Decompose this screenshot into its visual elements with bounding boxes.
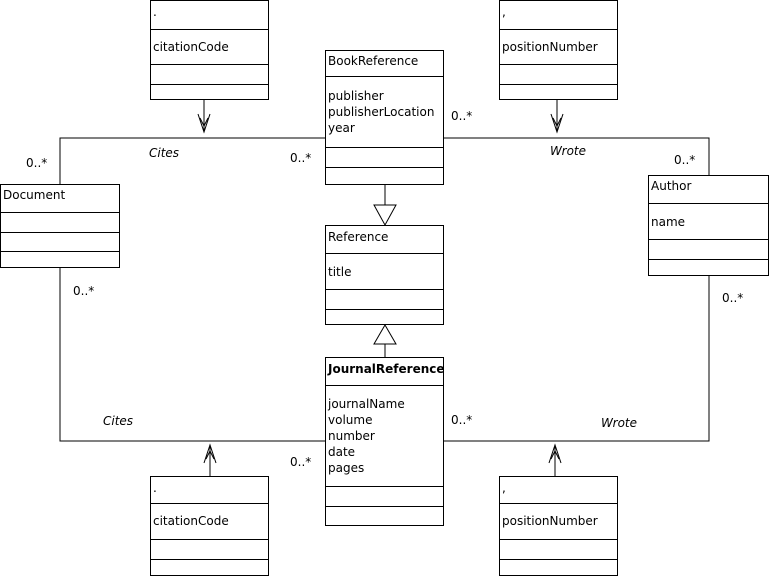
- separator: [649, 259, 768, 260]
- separator: [500, 84, 617, 85]
- separator: [500, 559, 617, 560]
- attribute: title: [328, 265, 352, 279]
- separator: [500, 29, 617, 30]
- separator: [1, 232, 119, 233]
- cites-top-assoc-arrowhead-inner: [199, 117, 209, 128]
- attribute: publisher: [328, 89, 384, 103]
- class-name: .: [153, 5, 157, 19]
- cites-bottom-document-multiplicity: 0..*: [73, 284, 95, 298]
- wrote-top-association-class[interactable]: , positionNumber: [499, 0, 618, 100]
- class-name: Author: [651, 179, 692, 193]
- attribute: citationCode: [153, 514, 229, 528]
- class-name: ,: [502, 5, 506, 19]
- separator: [500, 539, 617, 540]
- cites-bottom-assoc-arrowhead-inner: [205, 449, 215, 460]
- wrote-top-line: [443, 137, 710, 175]
- attribute: number: [328, 429, 375, 443]
- attribute: positionNumber: [502, 40, 598, 54]
- wrote-bottom-association-class[interactable]: , positionNumber: [499, 476, 618, 576]
- author-class[interactable]: Author name: [648, 175, 769, 276]
- attribute: year: [328, 121, 355, 135]
- document-class[interactable]: Document: [0, 184, 120, 268]
- separator: [500, 64, 617, 65]
- book-generalization-arrow: [373, 204, 397, 227]
- wrote-top-assoc-arrowhead: [550, 113, 564, 134]
- separator: [326, 506, 443, 507]
- attribute: citationCode: [153, 40, 229, 54]
- wrote-top-reference-multiplicity: 0..*: [451, 109, 473, 123]
- separator: [326, 76, 443, 77]
- wrote-bottom-assoc-arrowhead-inner: [550, 449, 560, 460]
- cites-bottom-assoc-arrowhead: [203, 443, 217, 464]
- attribute: name: [651, 215, 686, 229]
- cites-top-role: Cites: [149, 146, 180, 160]
- attribute: journalName: [328, 397, 405, 411]
- separator: [326, 385, 443, 386]
- attribute: positionNumber: [502, 514, 598, 528]
- separator: [151, 84, 268, 85]
- wrote-bottom-reference-multiplicity: 0..*: [451, 413, 473, 427]
- wrote-top-assoc-arrowhead-inner: [552, 117, 562, 128]
- reference-class[interactable]: Reference title: [325, 225, 444, 325]
- separator: [151, 29, 268, 30]
- cites-top-line: [59, 137, 326, 184]
- wrote-bottom-role: Wrote: [601, 416, 638, 430]
- cites-top-assoc-arrowhead: [197, 113, 211, 134]
- separator: [151, 64, 268, 65]
- separator: [1, 251, 119, 252]
- separator: [326, 289, 443, 290]
- cites-bottom-role: Cites: [103, 414, 134, 428]
- class-name: ,: [502, 481, 506, 495]
- book-reference-class[interactable]: BookReference publisher publisherLocatio…: [325, 50, 444, 185]
- class-name: Reference: [328, 230, 389, 244]
- attribute: publisherLocation: [328, 105, 435, 119]
- attribute: volume: [328, 413, 373, 427]
- separator: [1, 212, 119, 213]
- cites-top-association-class[interactable]: . citationCode: [150, 0, 269, 100]
- class-name: Document: [3, 188, 66, 202]
- journal-reference-class[interactable]: JournalReference journalName volume numb…: [325, 357, 445, 526]
- wrote-top-role: Wrote: [550, 144, 587, 158]
- attribute: pages: [328, 461, 365, 475]
- wrote-bottom-author-multiplicity: 0..*: [722, 291, 744, 305]
- separator: [326, 147, 443, 148]
- cites-bottom-line: [59, 268, 326, 442]
- separator: [649, 203, 768, 204]
- class-name: BookReference: [328, 54, 419, 68]
- attribute: date: [328, 445, 356, 459]
- class-name: .: [153, 481, 157, 495]
- wrote-bottom-assoc-arrowhead: [548, 443, 562, 464]
- separator: [326, 309, 443, 310]
- separator: [326, 167, 443, 168]
- journal-generalization-arrow: [373, 324, 397, 345]
- wrote-top-author-multiplicity: 0..*: [674, 153, 696, 167]
- separator: [500, 503, 617, 504]
- separator: [151, 539, 268, 540]
- cites-top-document-multiplicity: 0..*: [26, 156, 48, 170]
- cites-bottom-reference-multiplicity: 0..*: [290, 455, 312, 469]
- separator: [326, 486, 443, 487]
- wrote-bottom-line: [443, 275, 710, 442]
- class-name: JournalReference: [328, 362, 445, 376]
- separator: [151, 559, 268, 560]
- cites-top-reference-multiplicity: 0..*: [290, 151, 312, 165]
- separator: [649, 239, 768, 240]
- separator: [151, 503, 268, 504]
- cites-bottom-association-class[interactable]: . citationCode: [150, 476, 269, 576]
- separator: [326, 253, 443, 254]
